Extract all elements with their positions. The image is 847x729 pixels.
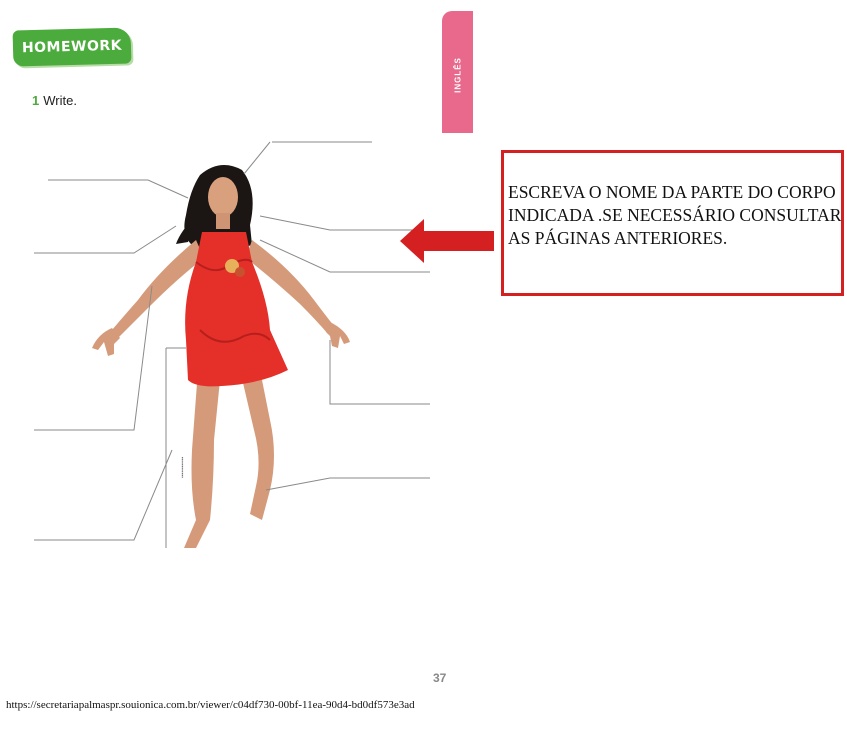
left-arrow-icon — [400, 219, 494, 263]
exercise-number: 1 — [32, 93, 40, 108]
exercise-text: Write. — [43, 93, 77, 108]
photo-credit: ▪▪▪▪▪▪▪▪▪▪▪▪ — [180, 457, 186, 478]
instruction-note-text: ESCREVA O NOME DA PARTE DO CORPO INDICAD… — [508, 182, 842, 248]
girl-illustration — [92, 165, 350, 548]
instruction-note-box: ESCREVA O NOME DA PARTE DO CORPO INDICAD… — [501, 150, 844, 296]
subject-side-tab: INGLÊS — [442, 11, 473, 133]
label-lines — [34, 141, 430, 548]
page-number: 37 — [433, 671, 447, 685]
source-url[interactable]: https://secretariapalmaspr.souionica.com… — [6, 699, 415, 711]
